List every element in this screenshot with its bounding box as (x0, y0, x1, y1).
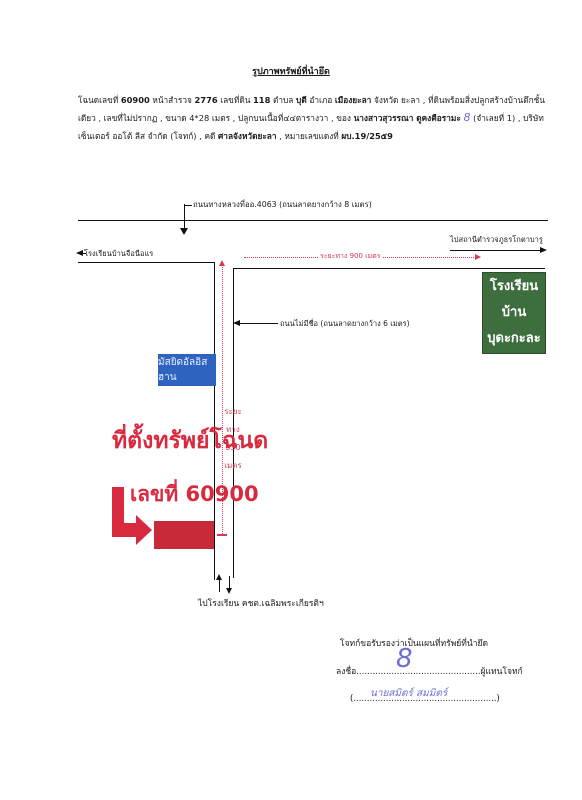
deed-number: 60900 (120, 95, 150, 105)
text-fragment: (จำเลยที่ 1) , บริษัท เซ็นเตอร์ ออโต้ ลี… (78, 113, 544, 141)
distance-vertical-text-2: ทาง (226, 425, 240, 434)
arrow-left-icon (233, 320, 240, 326)
signer-name-line: (.......................................… (350, 694, 500, 704)
highway-pointer-line (184, 204, 185, 232)
police-station-label: ไปสถานีตำรวจภูธรโกตาบารู (450, 235, 543, 244)
arrow-down-icon (226, 588, 232, 594)
district: เมืองยะลา (334, 95, 372, 105)
owner-name: นางสาวสุวรรณา ดูคงคือรามะ (353, 113, 461, 123)
name-dots: ........................................… (353, 694, 497, 704)
text-fragment: โฉนดเลขที่ (78, 95, 119, 105)
school-building: โรงเรียนบ้าน บุดะกะละ (482, 272, 546, 354)
handwritten-signature: 8 (396, 644, 413, 674)
sign-dots: ........................................… (356, 667, 481, 677)
highway-label: ถนนทางหลวงที่ออ.4063 (ถนนลาดยางกว้าง 8 เ… (193, 200, 372, 209)
right-arrow-line (450, 250, 542, 251)
certify-text: โจทก์ขอรับรองว่าเป็นแผนที่ทรัพย์ที่นำยึด (340, 639, 488, 649)
survey-page: 2776 (194, 95, 218, 105)
side-road-right (233, 268, 545, 269)
distance-vertical-label: ระยะ ทาง 330 เมตร (222, 403, 244, 475)
property-description: โฉนดเลขที่ 60900 หน้าสำรวจ 2776 เลขที่ดิ… (78, 92, 548, 145)
area-value: ๔๔ (283, 113, 296, 123)
sign-prefix: ลงชื่อ (336, 667, 357, 677)
distance-vertical-text-4: เมตร (224, 461, 242, 470)
text-fragment: ตารางวา , ของ (295, 113, 351, 123)
signature-line: ลงชื่อ..................................… (336, 664, 523, 678)
text-fragment: ตำบล (270, 95, 294, 105)
text-fragment: อำเภอ (306, 95, 333, 105)
arrow-right-icon (475, 254, 481, 260)
arrow-right-icon (540, 247, 547, 253)
document-title: รูปภาพทรัพย์ที่นำยึด (252, 67, 330, 77)
text-fragment: , หมายเลขแดงที่ (276, 131, 339, 141)
text-fragment: เลขที่ดิน (217, 95, 251, 105)
arrow-up-icon (219, 260, 225, 266)
handwritten-name: นายสมิตร์ สมมิตร์ (370, 688, 448, 699)
text-fragment: จังหวัด ยะลา , ที่ดินพร้อมสิ่งปลูกสร้างบ… (78, 95, 545, 123)
distance-horizontal-label: ระยะทาง 900 เมตร (318, 251, 383, 262)
left-arrow-line (80, 253, 86, 254)
distance-vertical-line (222, 262, 223, 534)
paren-close: ) (496, 694, 500, 704)
distance-vertical-text-1: ระยะ (224, 407, 242, 416)
property-label-line2: เลขที่ 60900 (130, 482, 259, 506)
side-road-left (78, 262, 214, 263)
bottom-arrow-up-line (219, 578, 220, 592)
paren-open: ( (350, 694, 354, 704)
arrow-down-icon (180, 228, 188, 235)
sign-suffix: ผู้แทนโจทก์ (480, 667, 523, 677)
distance-end-tick (217, 534, 227, 536)
unnamed-road-right-edge (233, 268, 234, 578)
bottom-arrow-down-line (229, 576, 230, 590)
land-number: 118 (253, 95, 271, 105)
property-arrow-icon (112, 487, 152, 545)
property-plot (154, 521, 214, 549)
handwritten-mark: 8 (463, 111, 471, 124)
unnamed-road-pointer (238, 323, 278, 324)
subdistrict: บุดี (296, 95, 307, 105)
arrow-left-icon (76, 250, 83, 256)
school-name-line2: บุดะกะละ (487, 331, 541, 346)
unnamed-road-label: ถนนไม่มีชื่อ (ถนนลาดยางกว้าง 6 เมตร) (280, 319, 410, 328)
highway-pointer-tick (184, 205, 192, 206)
highway-line (78, 220, 548, 221)
school-name-line1: โรงเรียนบ้าน (489, 279, 539, 320)
bottom-destination-label: ไปโรงเรียน คชต.เฉลิมพระเกียรติฯ (198, 599, 324, 609)
case-number: ผบ.19/25๕9 (341, 131, 393, 141)
text-fragment: หน้าสำรวจ (149, 95, 192, 105)
arrow-up-icon (216, 574, 222, 580)
mosque-building: มัสยิดอัลอิสฮาน (158, 354, 216, 386)
mosque-name: มัสยิดอัลอิสฮาน (158, 357, 208, 383)
court-name: ศาลจังหวัดยะลา (218, 131, 277, 141)
left-school-label: โรงเรียนบ้านจือนือแร (84, 249, 154, 258)
property-label-line1: ที่ตั้งทรัพย์โฉนด (112, 428, 269, 454)
distance-vertical-text-3: 330 (225, 443, 241, 452)
unnamed-road-left-edge (214, 262, 215, 580)
